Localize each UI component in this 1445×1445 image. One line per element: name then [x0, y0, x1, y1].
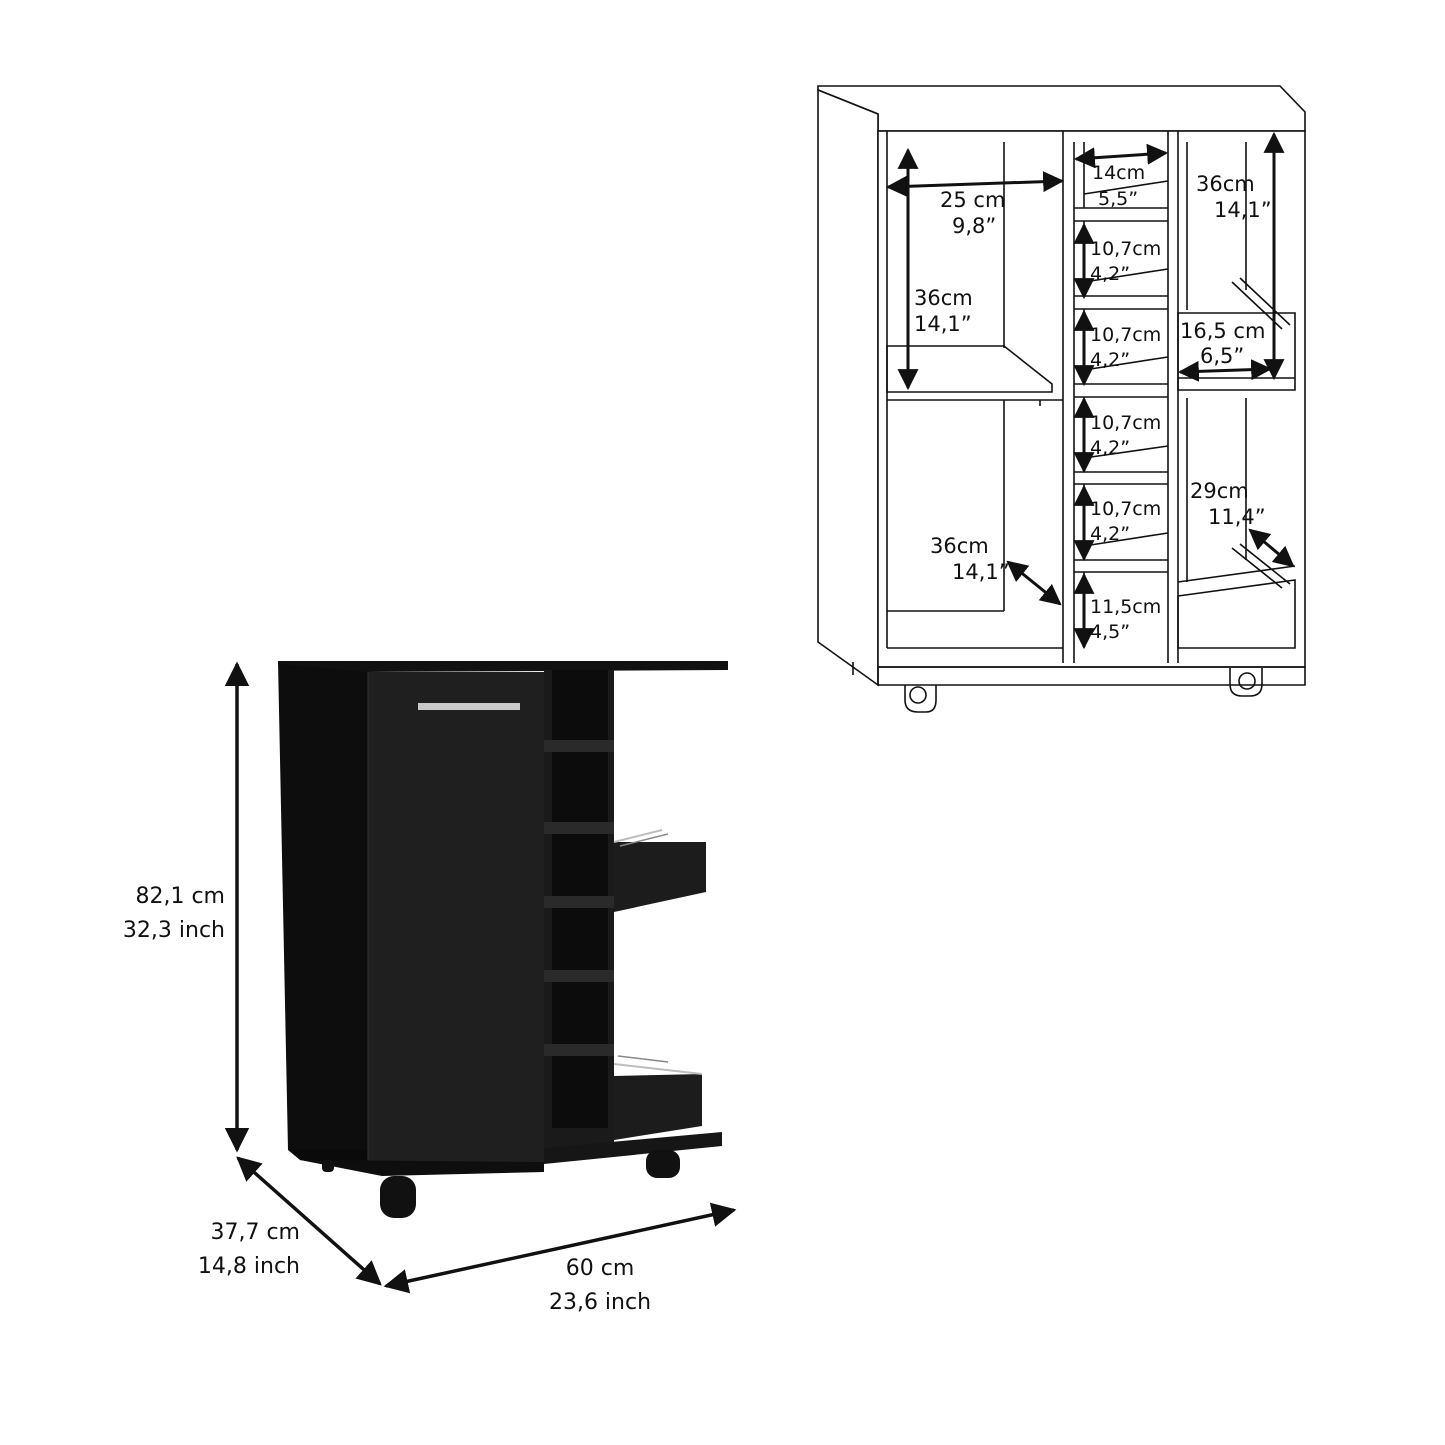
dim-overall-depth: [236, 1156, 382, 1286]
caster-left: [904, 685, 937, 713]
right-width-in: 6,5”: [1200, 344, 1245, 368]
dim-right-lower-depth: [1248, 528, 1295, 568]
overall-depth-in: 14,8 inch: [197, 1254, 300, 1279]
overall-width-cm: 60 cm: [565, 1256, 635, 1281]
right-upper-height-cm: 36cm: [1196, 172, 1255, 196]
dim-left-lower-depth: [1006, 560, 1062, 606]
left-upper-height-in: 14,1”: [914, 312, 972, 336]
black-cabinet-render: [278, 661, 728, 1218]
rack-cell-3-in: 4,2”: [1090, 437, 1131, 459]
cabinet-door: [368, 672, 544, 1162]
cabinet-top: [278, 661, 728, 672]
overall-height-in: 32,3 inch: [122, 918, 225, 943]
rack-cell-4-in: 4,2”: [1090, 523, 1131, 545]
dim-overall-width: [383, 1202, 737, 1294]
right-width-cm: 16,5 cm: [1180, 319, 1266, 343]
rack-width-in: 5,5”: [1098, 188, 1139, 210]
rack-width-cm: 14cm: [1092, 162, 1146, 184]
rack-cell-5-in: 4,5”: [1090, 621, 1131, 643]
dim-right-width: [1177, 359, 1273, 382]
left-width-cm: 25 cm: [940, 188, 1006, 212]
rack-cell-1-in: 4,2”: [1090, 263, 1131, 285]
cabinet-upper-tray: [614, 842, 706, 912]
overall-width-in: 23,6 inch: [548, 1290, 652, 1315]
rack-cell-5-cm: 11,5cm: [1090, 596, 1162, 618]
right-upper-height-in: 14,1”: [1214, 198, 1272, 222]
rack-cell-4-cm: 10,7cm: [1090, 498, 1162, 520]
cabinet-lower-tray: [614, 1074, 702, 1140]
right-lower-depth-in: 11,4”: [1208, 505, 1266, 529]
dim-rack-width: [1073, 143, 1169, 169]
rack-cell-2-in: 4,2”: [1090, 349, 1131, 371]
rack-cell-2-cm: 10,7cm: [1090, 324, 1162, 346]
rack-cell-3-cm: 10,7cm: [1090, 412, 1162, 434]
overall-depth-cm: 37,7 cm: [210, 1220, 300, 1245]
door-handle: [418, 703, 520, 710]
overall-height-cm: 82,1 cm: [135, 884, 225, 909]
caster-right: [1229, 668, 1263, 697]
right-lower-tray: [1177, 579, 1296, 649]
cabinet-base: [544, 1132, 722, 1164]
right-lower-depth-cm: 29cm: [1190, 479, 1249, 503]
left-lower-depth-in: 14,1”: [952, 560, 1010, 584]
rack-cell-1-cm: 10,7cm: [1090, 238, 1162, 260]
left-lower-depth-cm: 36cm: [930, 534, 989, 558]
left-side-panel: [817, 88, 879, 687]
left-shelf: [886, 345, 1053, 393]
left-width-in: 9,8”: [952, 214, 997, 238]
left-upper-height-cm: 36cm: [914, 286, 973, 310]
top-board: [817, 85, 1306, 132]
